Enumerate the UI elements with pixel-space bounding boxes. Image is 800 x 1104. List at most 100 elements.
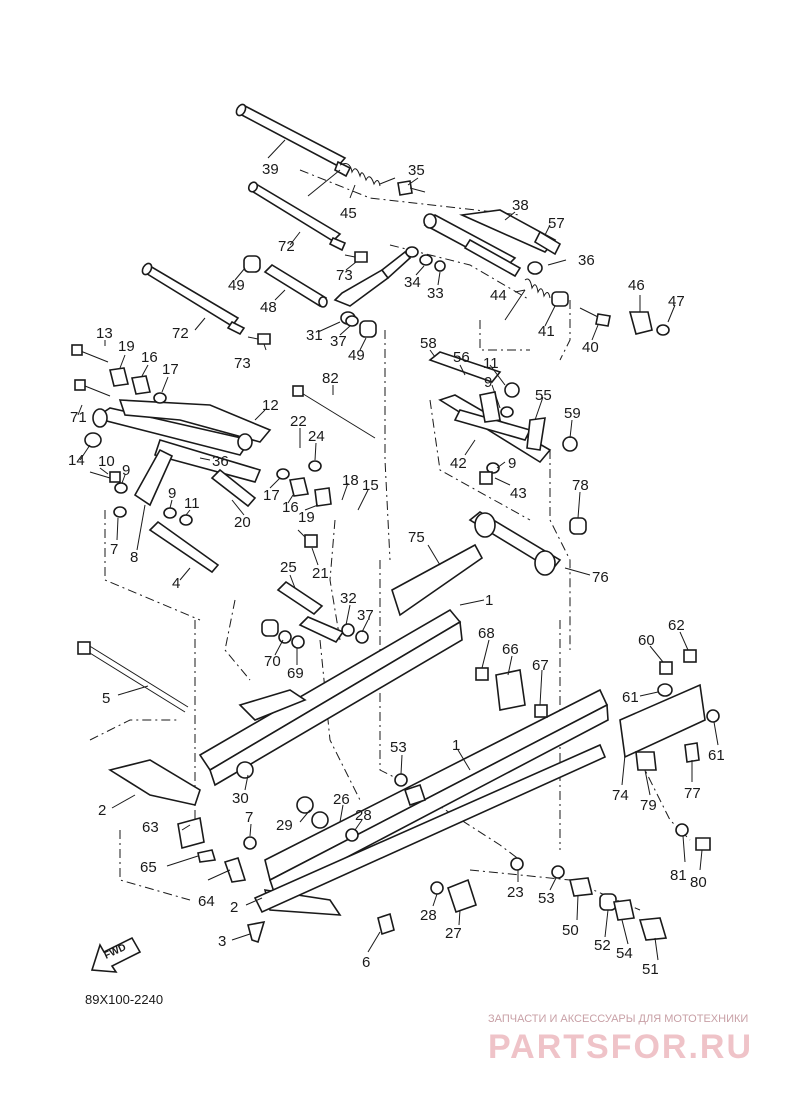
callout-47: 47: [668, 293, 685, 310]
callout-46: 46: [628, 277, 645, 294]
callout-2b: 2: [230, 899, 238, 916]
callout-80: 80: [690, 874, 707, 891]
rear-arm-assembly: [423, 209, 670, 336]
callout-7: 7: [110, 541, 118, 558]
callout-69: 69: [287, 665, 304, 682]
shaft-72-lower: [141, 262, 246, 336]
callout-71: 71: [70, 409, 87, 426]
callout-19: 19: [118, 338, 135, 355]
bolt-10: [89, 471, 121, 483]
washers-17-24: [276, 460, 322, 480]
callout-32: 32: [340, 590, 357, 607]
watermark: ЗАПЧАСТИ И АКСЕССУАРЫ ДЛЯ МОТОТЕХНИКИ PA…: [488, 1013, 751, 1066]
bottom-small-parts: [177, 761, 711, 944]
callout-44: 44: [490, 287, 507, 304]
callout-15: 15: [362, 477, 379, 494]
callout-9: 9: [484, 374, 492, 391]
callout-2: 2: [98, 802, 106, 819]
brackets-16-19-lower: [289, 477, 332, 507]
right-small-parts: [475, 649, 720, 771]
callout-3: 3: [218, 933, 226, 950]
sleeve-48: [263, 263, 328, 308]
rod-4: [148, 520, 220, 574]
callout-64: 64: [198, 893, 215, 910]
callout-61: 61: [622, 689, 639, 706]
callout-6: 6: [362, 954, 370, 971]
callout-41: 41: [538, 323, 555, 340]
washer-17-upper: [153, 392, 167, 404]
link-8: [133, 448, 174, 507]
callout-21: 21: [312, 565, 329, 582]
callout-45: 45: [340, 205, 357, 222]
callout-73: 73: [336, 267, 353, 284]
callout-53: 53: [390, 739, 407, 756]
middle-arm-assembly: [428, 351, 578, 485]
callout-numbers: 39 35 45 38 57 72 36 73 34 33 49 48 44 4…: [68, 161, 725, 978]
callout-27: 27: [445, 925, 462, 942]
collar-41: [551, 291, 569, 307]
callout-37: 37: [330, 333, 347, 350]
callout-28b: 28: [420, 907, 437, 924]
callout-72b: 72: [172, 325, 189, 342]
callout-51: 51: [642, 961, 659, 978]
callout-55: 55: [535, 387, 552, 404]
callout-63: 63: [142, 819, 159, 836]
callout-50: 50: [562, 922, 579, 939]
callout-28: 28: [355, 807, 372, 824]
slide-rail-left: [107, 608, 463, 806]
callout-49: 49: [228, 277, 245, 294]
callout-17b: 17: [263, 487, 280, 504]
watermark-tagline: ЗАПЧАСТИ И АКСЕССУАРЫ ДЛЯ МОТОТЕХНИКИ: [488, 1013, 748, 1025]
callout-73b: 73: [234, 355, 251, 372]
callout-11: 11: [483, 355, 499, 372]
bolt-40: [579, 307, 611, 327]
callout-19b: 19: [298, 509, 315, 526]
callout-1b: 1: [452, 737, 460, 754]
callout-leaders: [77, 139, 719, 961]
rail-lower-left: [253, 743, 607, 914]
callout-53b: 53: [538, 890, 555, 907]
callout-23: 23: [507, 884, 524, 901]
callout-16: 16: [141, 349, 158, 366]
callout-29: 29: [276, 817, 293, 834]
callout-75: 75: [408, 529, 425, 546]
callout-78: 78: [572, 477, 589, 494]
callout-1: 1: [485, 592, 493, 609]
callout-39: 39: [262, 161, 279, 178]
shaft-72-upper: [247, 181, 347, 252]
callout-31: 31: [306, 327, 323, 344]
bolt-73-lower: [247, 333, 271, 345]
upper-shafts: [141, 103, 446, 345]
plate-74: [619, 683, 706, 759]
callout-26: 26: [333, 791, 350, 808]
callout-60: 60: [638, 632, 655, 649]
bolt-21: [297, 529, 318, 548]
bolt-13: [71, 344, 109, 363]
callout-72: 72: [278, 238, 295, 255]
bolt-82: [292, 385, 376, 439]
nut-47: [656, 324, 670, 336]
callout-16b: 16: [282, 499, 299, 516]
bolt-73-upper: [344, 251, 368, 263]
callout-62: 62: [668, 617, 685, 634]
bolt-71: [74, 379, 111, 397]
callout-5: 5: [102, 690, 110, 707]
plate-66: [495, 669, 526, 711]
callout-9d: 9: [168, 485, 176, 502]
callout-30: 30: [232, 790, 249, 807]
callout-14: 14: [68, 452, 85, 469]
callout-52: 52: [594, 937, 611, 954]
callout-9c: 9: [122, 462, 130, 479]
callout-37b: 37: [357, 607, 374, 624]
callout-70: 70: [264, 653, 281, 670]
axle-76: [468, 511, 587, 576]
callout-77: 77: [684, 785, 701, 802]
callout-7b: 7: [245, 809, 253, 826]
shaft-39: [235, 103, 352, 178]
callout-38: 38: [512, 197, 529, 214]
callout-61b: 61: [708, 747, 725, 764]
bushing-37: [345, 315, 359, 327]
washers-9-7: [113, 482, 193, 526]
callout-57: 57: [548, 215, 565, 232]
